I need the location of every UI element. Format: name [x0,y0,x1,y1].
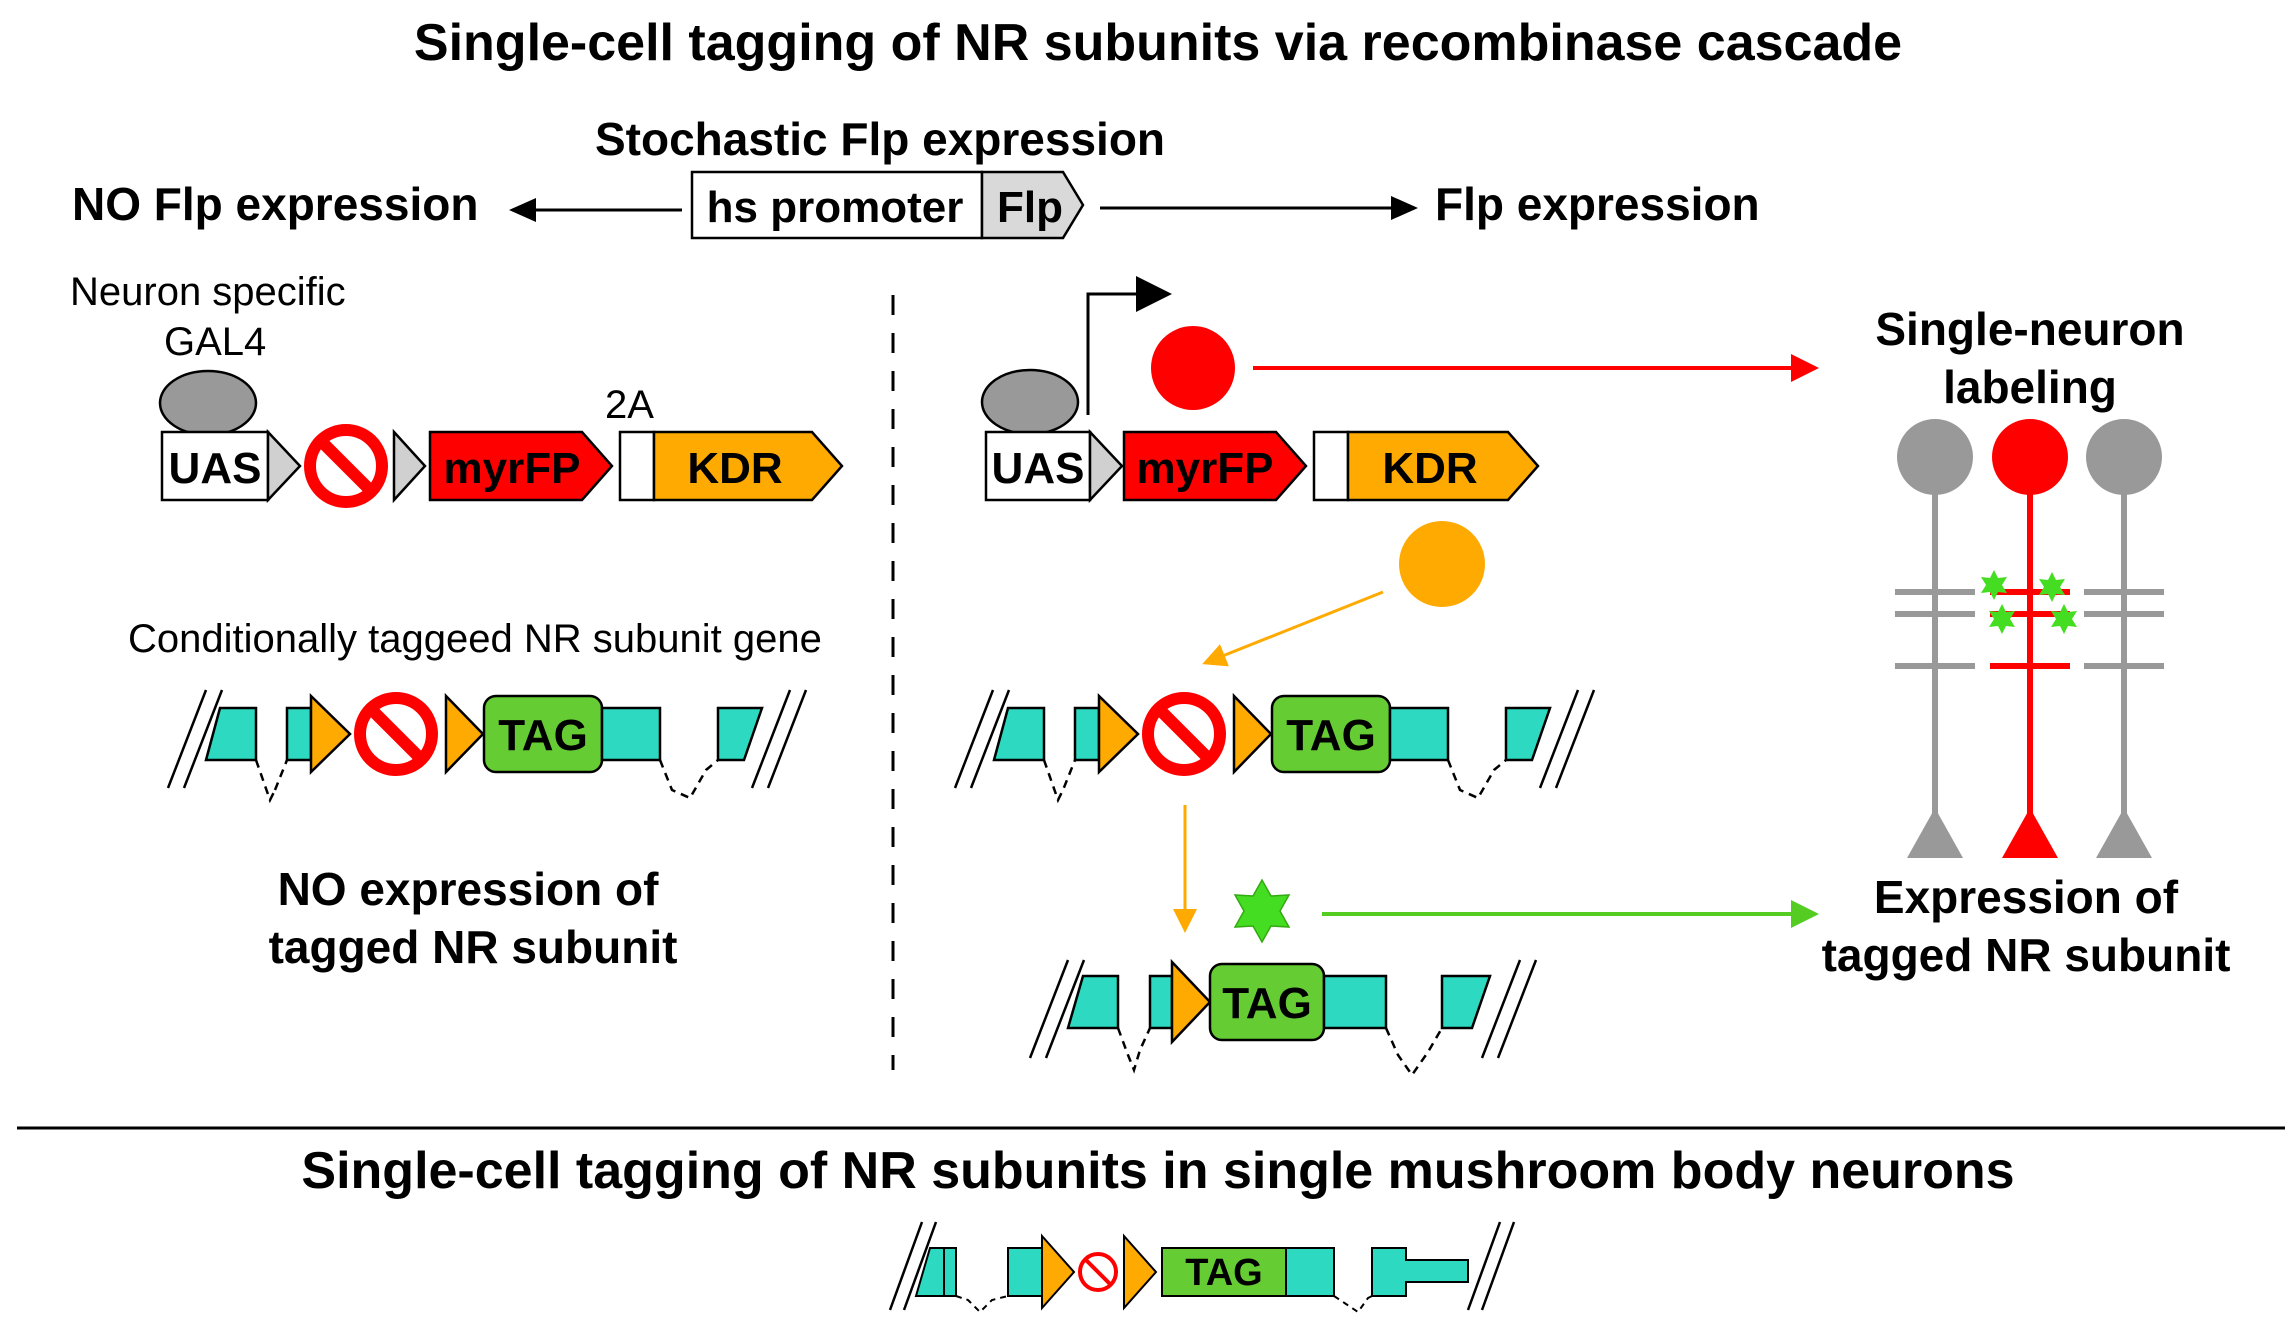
right-upper-conditional-gene: TAG [953,689,1596,804]
left-2a-label: 2A [605,383,654,427]
bottom-tag-label: TAG [1185,1252,1262,1294]
stochastic-flp-label: Stochastic Flp expression [595,113,1165,165]
gal4-protein [158,369,258,437]
synapse-star-1 [1981,570,2007,600]
no-expression-line2: tagged NR subunit [269,921,678,973]
figure-title: Single-cell tagging of NR subunits via r… [414,14,1902,72]
neuron-specific-label: Neuron specific [70,270,346,314]
single-neuron-label-line2: labeling [1943,361,2117,413]
transcription-start-arrow [1086,292,1140,415]
neuron-right-grey [2084,419,2164,858]
left-uas-label: UAS [169,444,262,493]
expression-label-line2: tagged NR subunit [1822,929,2231,981]
right-uas-construct: UAS myrFP KDR [980,276,1540,504]
left-conditional-gene: TAG [166,689,808,804]
conditional-gene-label: Conditionally taggeed NR subunit gene [128,617,822,661]
no-expression-line1: NO expression of [278,863,660,915]
right-lower-tag-label: TAG [1222,979,1312,1028]
left-uas-construct: UAS myrFP 2A KDR [158,369,844,502]
left-myrfp-label: myrFP [444,444,581,493]
left-kdr-label: KDR [687,444,782,493]
synapse-star-2 [2039,572,2065,602]
right-uas-label: UAS [992,444,1085,493]
right-kdr-label: KDR [1382,444,1477,493]
expression-label-line1: Expression of [1874,871,2179,923]
gal4-label: GAL4 [164,320,266,364]
right-lower-recombined-gene: TAG [1028,958,1538,1078]
myrfp-protein-circle [1151,326,1235,410]
kdr-protein-circle [1399,521,1485,607]
arrow-kdr-to-gene [1202,590,1384,667]
flp-expression-label: Flp expression [1435,178,1760,230]
right-upper-tag-label: TAG [1286,711,1376,760]
bottom-title: Single-cell tagging of NR subunits in si… [301,1142,2014,1200]
left-gene-stop-icon [360,698,432,770]
left-tag-label: TAG [498,711,588,760]
bottom-gene-construct: TAG [888,1221,1516,1314]
synapse-star-4 [2051,604,2077,634]
right-gene-stop-icon [1148,698,1220,770]
flp-box-label: Flp [997,183,1063,232]
left-stop-cassette-icon [310,430,382,502]
neuron-middle-red [1981,419,2077,858]
right-myrfp-label: myrFP [1137,444,1274,493]
tagged-protein-star [1233,878,1291,944]
hs-promoter-flp-construct: hs promoter Flp [690,170,1085,240]
hs-promoter-label: hs promoter [707,183,964,232]
single-neuron-label-line1: Single-neuron [1875,303,2184,355]
no-flp-expression-label: NO Flp expression [72,178,478,230]
neuron-left-grey [1895,419,1975,858]
synapse-star-3 [1989,604,2015,634]
right-gal4-protein [980,368,1080,436]
